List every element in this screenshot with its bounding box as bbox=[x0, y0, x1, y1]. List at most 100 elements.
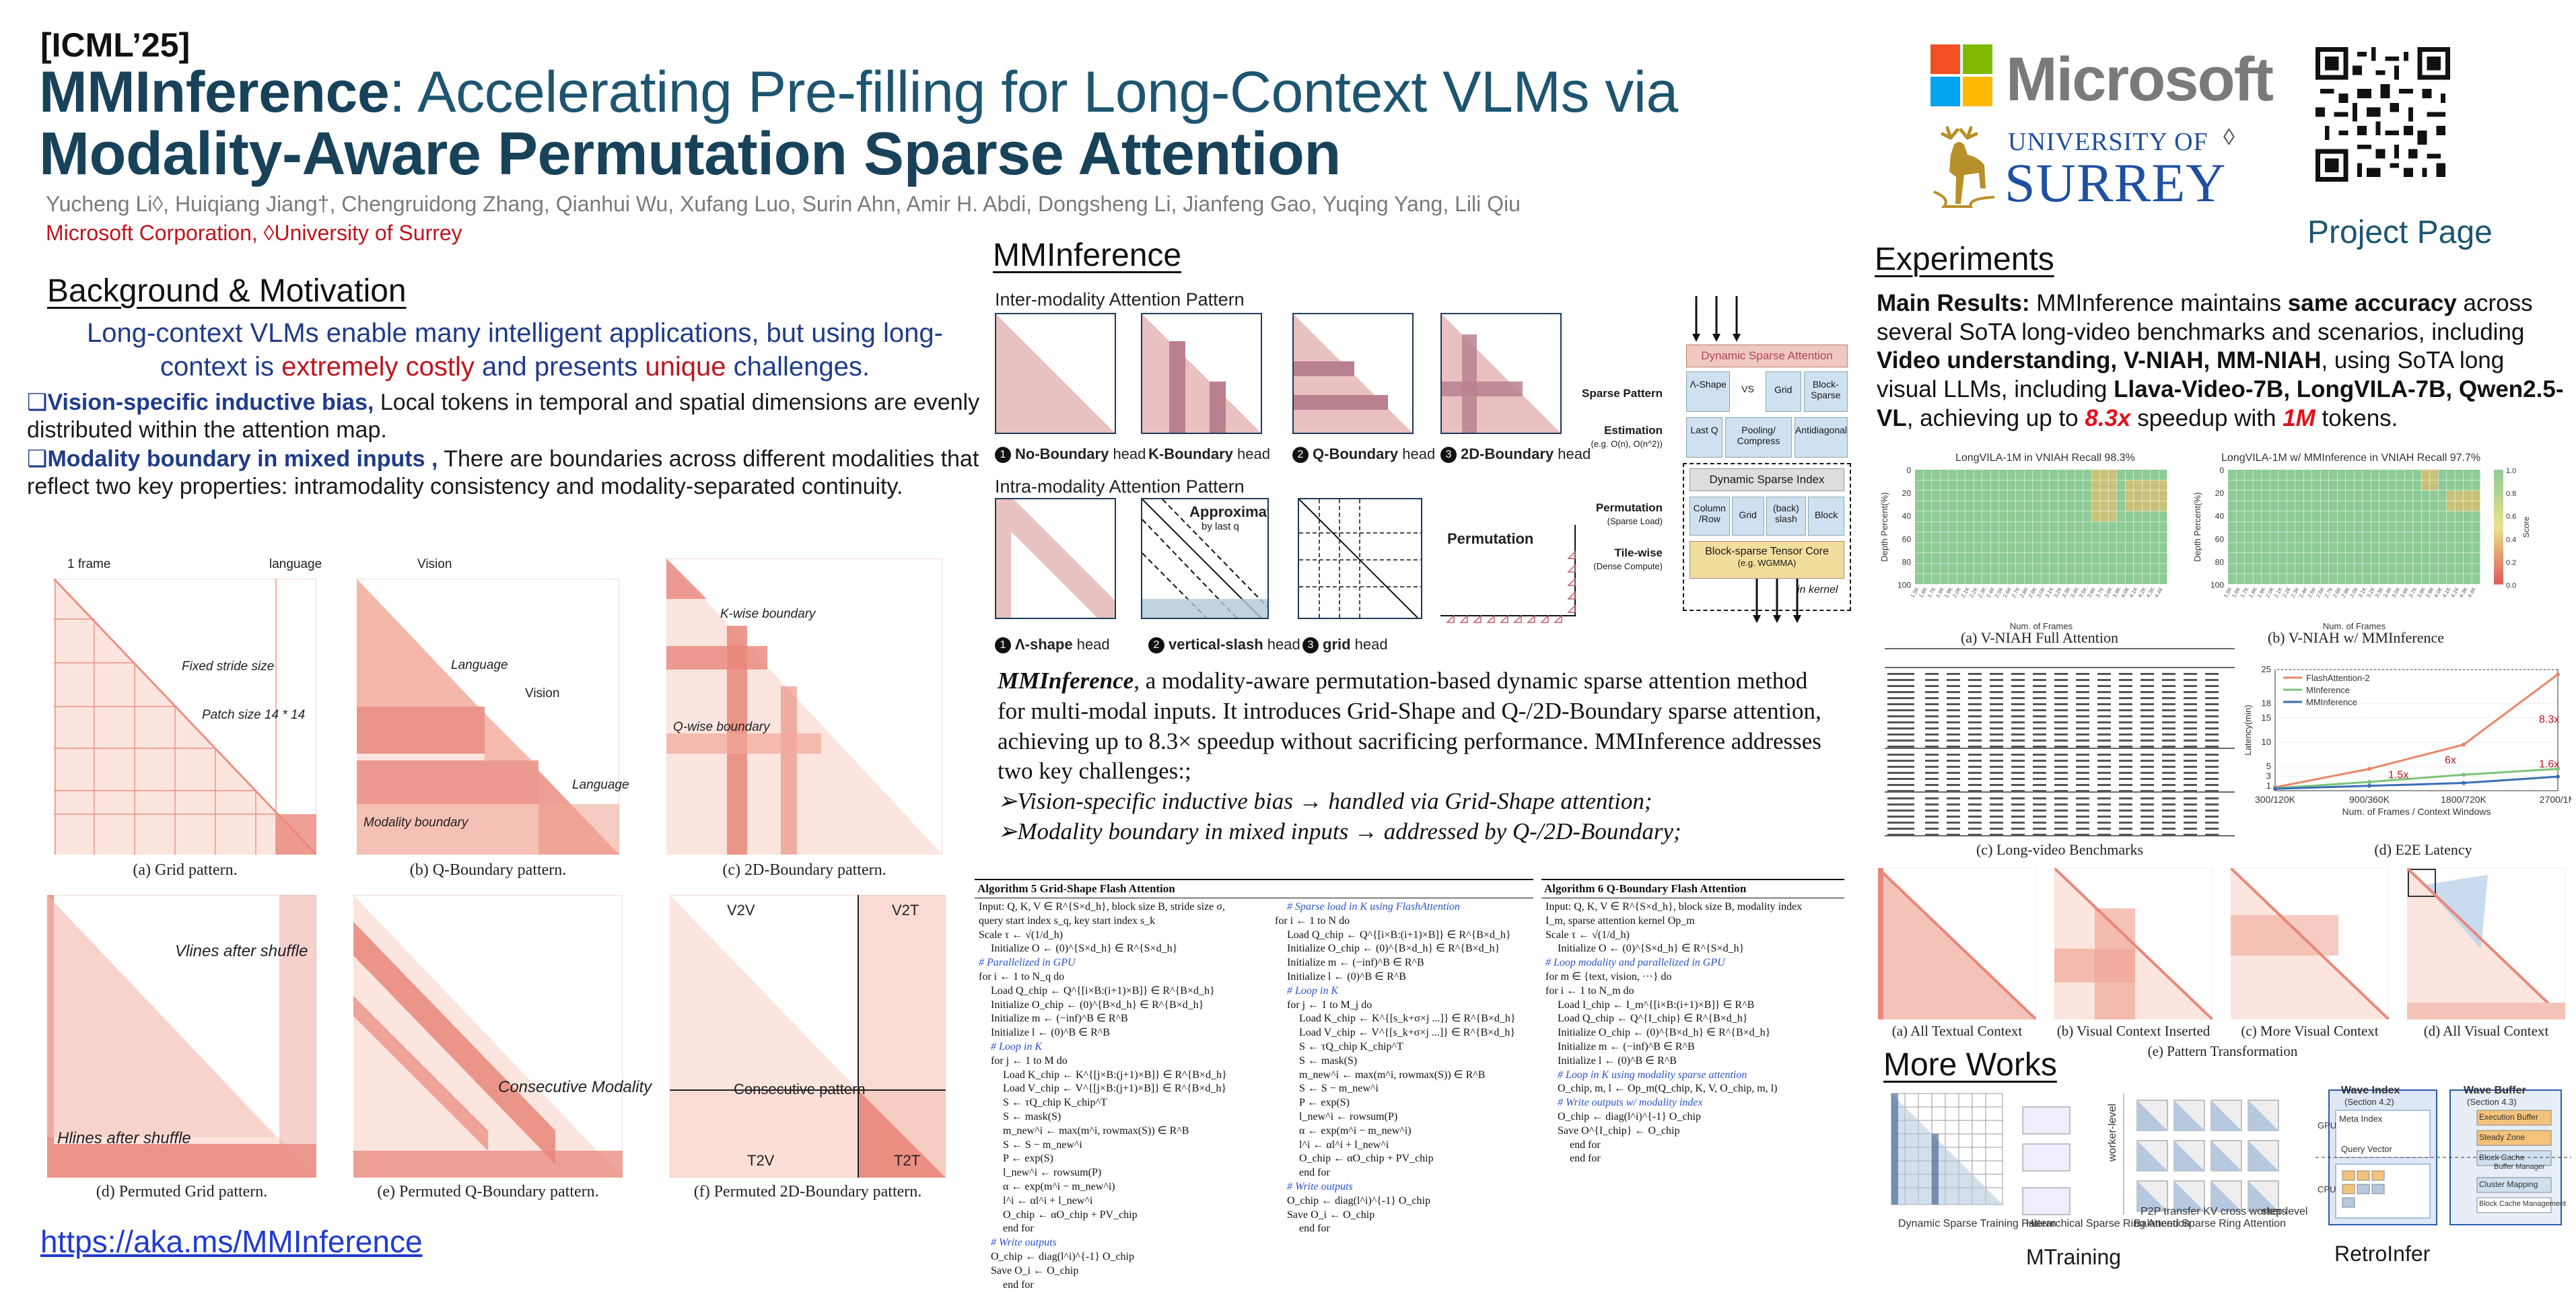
heatmap-cell bbox=[2354, 522, 2363, 532]
series-point bbox=[2273, 787, 2277, 791]
heatmap-cell bbox=[2041, 501, 2050, 511]
heatmap-cell bbox=[1990, 491, 1999, 501]
table-cell bbox=[2119, 679, 2132, 681]
heatmap-cell bbox=[2464, 563, 2472, 574]
table-cell bbox=[2205, 810, 2219, 812]
algo-line: Load I_chip ← I_m^{[i×B:(i+1)×B]} ∈ R^B bbox=[1558, 999, 1755, 1011]
table-cell bbox=[2011, 803, 2025, 805]
heatmap-cell bbox=[2142, 470, 2151, 480]
heatmap-cell bbox=[2312, 491, 2320, 501]
heatmap-cell bbox=[2016, 491, 2024, 501]
table-cell bbox=[2076, 790, 2089, 792]
table-cell bbox=[1887, 834, 1914, 836]
table-cell bbox=[1968, 673, 1982, 675]
heatmap-cell bbox=[1949, 470, 1957, 480]
dsa-box: Dynamic Sparse Attention bbox=[1686, 345, 1848, 367]
table-cell bbox=[2205, 691, 2219, 693]
heatmap-cell bbox=[2058, 542, 2066, 553]
heatmap-cell bbox=[2447, 563, 2455, 574]
table-cell bbox=[2033, 746, 2046, 748]
table-cell bbox=[1947, 733, 1960, 735]
ann-1-frame: 1 frame bbox=[67, 557, 111, 571]
heatmap-cell bbox=[2363, 553, 2371, 563]
heatmap-cell bbox=[2142, 522, 2151, 532]
heatmap-cell bbox=[2329, 470, 2337, 480]
heatmap-cell bbox=[2320, 553, 2329, 563]
heatmap-cell bbox=[2464, 491, 2472, 501]
table-cell bbox=[2033, 810, 2046, 812]
heatmap-cell bbox=[1974, 553, 1982, 563]
heatmap-cell bbox=[2058, 532, 2066, 542]
heatmap-cell bbox=[2346, 501, 2354, 511]
table-cell bbox=[2140, 766, 2154, 768]
algo-line: end for bbox=[1299, 1167, 1330, 1179]
heatmap-cell bbox=[2041, 522, 2050, 532]
table-cell bbox=[1925, 790, 1939, 792]
heatmap-cell bbox=[2108, 553, 2117, 563]
head-suffix: head bbox=[1554, 445, 1591, 462]
heatmap-cell bbox=[2363, 522, 2371, 532]
head-name: No-Boundary bbox=[1015, 445, 1109, 462]
table-cell bbox=[2205, 822, 2219, 824]
title-line-1: MMInference: Accelerating Pre-filling fo… bbox=[39, 59, 1678, 126]
heatmap-cell bbox=[2262, 542, 2270, 553]
y-tick: 100 bbox=[1898, 581, 1911, 590]
exp-text-6: tokens. bbox=[2315, 404, 2398, 431]
algo-line: end for bbox=[1299, 1223, 1330, 1235]
heatmap-cell bbox=[2151, 511, 2159, 522]
heatmap-cell bbox=[2253, 532, 2262, 542]
inter-modality-title: Inter-modality Attention Pattern bbox=[995, 289, 1245, 310]
algo-line: O_chip ← diag(l^i)^{-1} O_chip bbox=[1558, 1110, 1701, 1122]
table-cell bbox=[2162, 797, 2175, 799]
table-cell bbox=[1947, 803, 1960, 805]
dsi-box: Dynamic Sparse Index bbox=[1690, 468, 1844, 491]
heatmap-cell bbox=[2371, 563, 2379, 574]
table-cell bbox=[1925, 685, 1939, 687]
table-cell bbox=[2097, 760, 2111, 762]
table-cell bbox=[1990, 803, 2003, 805]
heatmap-cell bbox=[2117, 553, 2125, 563]
y-tick: 0 bbox=[1906, 466, 1911, 475]
heatmap-cell bbox=[2066, 553, 2075, 563]
table-cell bbox=[1887, 754, 1914, 756]
algo-line: S ← mask(S) bbox=[1003, 1110, 1061, 1122]
qr-code[interactable] bbox=[2316, 27, 2450, 209]
table-cell bbox=[2140, 754, 2154, 756]
table-cell bbox=[2076, 754, 2089, 756]
table-cell bbox=[2076, 703, 2089, 705]
table-cell bbox=[2119, 810, 2132, 812]
heatmap-cell bbox=[1965, 574, 1974, 584]
heatmap-cell bbox=[2134, 480, 2142, 491]
vertical-slash-pattern: Approximate by last q bbox=[1141, 498, 1269, 619]
heatmap-cell bbox=[2007, 563, 2016, 574]
point-1: ➢Vision-specific inductive bias → handle… bbox=[998, 788, 1652, 815]
heatmap-cell bbox=[1990, 553, 1999, 563]
heatmap-cell bbox=[1949, 563, 1957, 574]
heatmap-cell bbox=[2388, 532, 2396, 542]
heatmap-cell bbox=[2278, 563, 2287, 574]
mt-axis: worker-level bbox=[2107, 1104, 2118, 1162]
table-cell bbox=[1968, 803, 1982, 805]
heatmap-cell bbox=[2472, 480, 2480, 491]
heatmap-cell bbox=[2404, 491, 2413, 501]
heatmap-cell bbox=[2100, 542, 2108, 553]
heatmap-cell bbox=[2388, 491, 2396, 501]
algo-line: P ← exp(S) bbox=[1003, 1153, 1053, 1165]
table-cell bbox=[2011, 834, 2025, 836]
table-cell bbox=[1887, 766, 1914, 768]
heatmap-cell bbox=[2430, 553, 2438, 563]
heatmap-cell bbox=[2262, 532, 2270, 542]
algo-line: l^i ← αl^i + l_new^i bbox=[1003, 1194, 1093, 1207]
y-tick: 80 bbox=[2215, 557, 2225, 567]
heatmap-cell bbox=[1965, 470, 1974, 480]
project-link[interactable]: https://aka.ms/MMInference bbox=[40, 1224, 423, 1259]
heatmap-cell bbox=[1940, 574, 1949, 584]
table-cell bbox=[2076, 691, 2089, 693]
heatmap-cell bbox=[2421, 491, 2430, 501]
ri-cluster-mapping: Cluster Mapping bbox=[2479, 1180, 2538, 1189]
table-cell bbox=[2140, 715, 2154, 717]
cell-last-q: Last Q bbox=[1686, 417, 1723, 458]
table-cell bbox=[1968, 797, 1982, 799]
table-cell bbox=[2054, 790, 2068, 792]
heatmap-cell bbox=[1932, 491, 1940, 501]
